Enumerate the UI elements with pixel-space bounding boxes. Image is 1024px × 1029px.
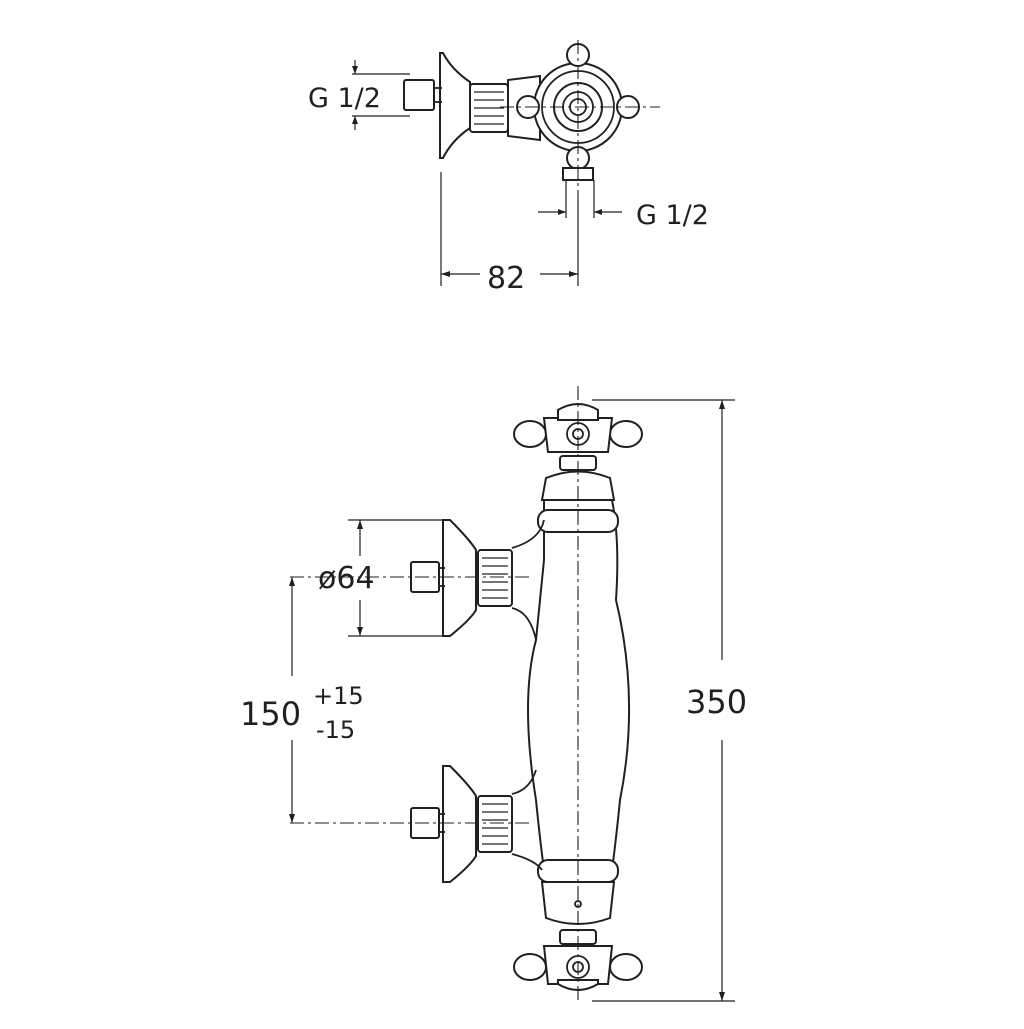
top-thread-dim-bottom (538, 180, 622, 218)
front-bottom-cap (540, 881, 616, 925)
top-wall-flange (439, 52, 471, 159)
front-flange-dim (348, 519, 446, 637)
front-top-handle (513, 403, 643, 471)
front-flange-value: ø64 (318, 561, 375, 596)
front-top-cap (540, 470, 616, 501)
top-coupling-threads (474, 91, 504, 125)
front-height-dim (592, 399, 735, 1002)
top-thread-label-bottom: G 1/2 (636, 200, 709, 231)
top-depth-value: 82 (487, 261, 525, 296)
top-depth-dim (440, 172, 579, 286)
front-center-distance-dim (289, 577, 295, 823)
front-tolerance-minus: -15 (316, 716, 355, 744)
front-view: 350 ø64 150 +15 -15 (240, 386, 747, 1004)
top-thread-dim-left (352, 60, 410, 130)
front-lower-inlet (410, 765, 543, 883)
front-upper-inlet (410, 519, 545, 641)
front-center-distance-value: 150 (240, 695, 301, 733)
top-view: G 1/2 G 1/2 82 (308, 40, 709, 296)
front-height-value: 350 (686, 683, 747, 721)
top-inlet-nut (403, 79, 435, 111)
top-thread-label-left: G 1/2 (308, 83, 381, 114)
front-tolerance-plus: +15 (313, 682, 364, 710)
